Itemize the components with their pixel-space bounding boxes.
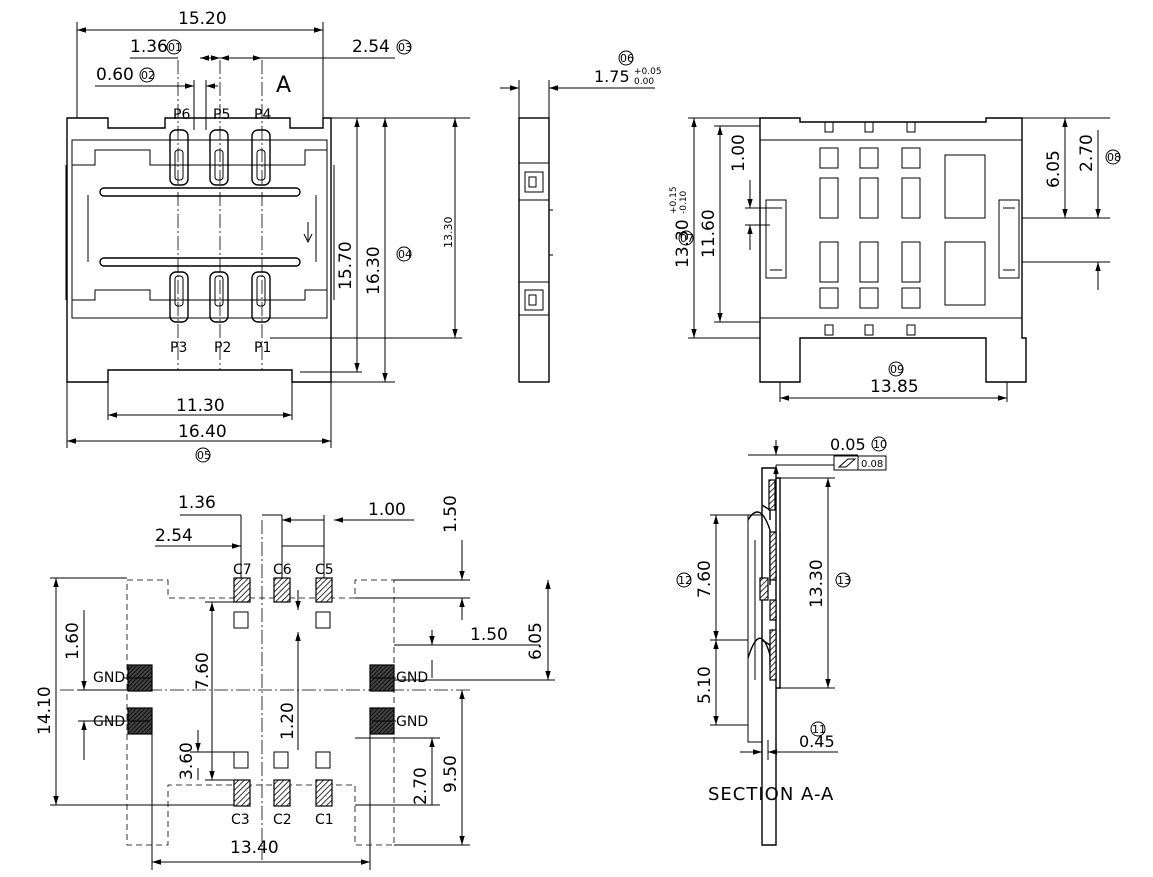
top-view-body-outline [66,117,332,383]
contacts-bottom-row [169,271,271,323]
dim-2-70-right: 2.70 [1077,134,1097,172]
dim-3-60: 3.60 [177,742,197,780]
gnd-label-right-top: GND [396,670,428,686]
dim-1-00-fp: 1.00 [368,500,406,520]
ref-11: 11 [812,723,826,736]
ref-01: 01 [168,41,182,54]
dim-13-30: 13.30 [442,217,455,249]
dim-1-75: 1.75 [594,67,630,86]
dim-13-85: 13.85 [870,377,919,397]
gnd-label-right-bottom: GND [396,714,428,730]
ref-02: 02 [141,69,155,82]
contact-label-c3: C3 [231,812,250,828]
dim-13-30-section: 13.30 [807,559,827,608]
dim-1-00-right: 1.00 [729,134,749,172]
insert-direction-arrow-icon [303,222,313,244]
ref-06: 06 [620,52,634,65]
dim-6-05-fp: 6.05 [526,622,546,660]
side-view: 06 1.75 +0.05 0.00 [500,50,662,383]
dim-5-10: 5.10 [695,666,715,704]
top-view-lower-edge [72,289,327,301]
top-view: P6 P5 P4 P3 P2 P1 A 15.20 1.36 01 2.54 0… [65,9,470,463]
flatness-tol-0-08: 0.08 [861,459,883,470]
footprint-contact-pads [127,577,395,807]
gnd-label-left-bottom: GND [93,714,125,730]
ref-10: 10 [873,438,887,451]
dim-1-36: 1.36 [130,37,168,57]
section-a-a: 0.05 10 0.08 13.30 13 7.60 12 5.10 11 0.… [676,435,887,846]
ref-07: 07 [680,232,694,245]
dim-1-50-right: 1.50 [470,625,508,645]
gnd-label-left-top: GND [93,670,125,686]
pin-label-p1: P1 [254,340,271,356]
ref-05: 05 [197,449,211,462]
contacts-top-row [169,129,271,186]
top-view-side-rails [65,165,335,300]
dim-9-50: 9.50 [441,755,461,793]
bottom-view-outline [759,117,1027,383]
dim-0-45: 0.45 [799,732,835,751]
top-view-upper-edge [72,149,327,166]
tol-plus-0-15: +0.15 [669,186,679,214]
dim-1-60: 1.60 [63,622,83,660]
tol-minus-0-10: -0.10 [679,190,689,214]
pin-label-p4: P4 [254,107,271,123]
dim-2-70-fp: 2.70 [411,767,431,805]
tol-0-00: 0.00 [634,77,654,87]
dim-11-30: 11.30 [176,396,225,416]
dim-15-20: 15.20 [178,9,227,29]
pin-label-p3: P3 [170,340,187,356]
dim-2-54: 2.54 [352,37,390,57]
dim-0-05: 0.05 [830,435,866,454]
dim-1-50-top: 1.50 [441,495,461,533]
section-marker-a: A [276,73,291,98]
contact-label-c7: C7 [233,562,252,578]
pin-label-p5: P5 [213,107,230,123]
ref-04: 04 [398,248,412,261]
top-view-upper-slot [99,187,301,197]
ref-09: 09 [890,363,904,376]
dim-13-40: 13.40 [230,838,279,858]
pcb-footprint: C7 C6 C5 C3 C2 C1 GND GND GND GND 1.36 2… [35,493,555,870]
dim-16-40: 16.40 [178,422,227,442]
pin-label-p6: P6 [173,107,190,123]
dim-0-60: 0.60 [96,65,134,85]
dim-16-30: 16.30 [364,246,384,295]
dim-7-60-section: 7.60 [695,560,715,598]
ref-13: 13 [837,574,851,587]
top-view-frame [71,139,328,319]
flatness-symbol-icon [837,458,857,468]
bottom-view: 13.30 +0.15 -0.10 07 11.60 1.00 6.05 2.7… [669,117,1121,402]
top-view-lower-slot [99,257,301,267]
dim-2-54-fp: 2.54 [155,526,193,546]
ref-08: 08 [1107,151,1121,164]
bottom-view-pads [819,121,986,336]
dim-11-60: 11.60 [699,209,719,258]
contact-label-c2: C2 [273,812,292,828]
contact-label-c1: C1 [315,812,334,828]
dim-6-05-right: 6.05 [1044,150,1064,188]
ref-03: 03 [398,41,412,54]
top-view-guides [87,195,317,262]
tol-plus-0-05: +0.05 [634,67,662,77]
dim-1-20: 1.20 [278,702,298,740]
dim-14-10: 14.10 [35,686,55,735]
section-title: SECTION A-A [708,784,834,805]
dim-15-70: 15.70 [336,241,356,290]
dim-7-60-fp: 7.60 [193,652,213,690]
pin-label-p2: P2 [214,340,231,356]
side-view-outline [518,117,550,383]
dim-1-36-fp: 1.36 [178,493,216,513]
footprint-outline [126,579,395,846]
ref-12: 12 [678,574,692,587]
